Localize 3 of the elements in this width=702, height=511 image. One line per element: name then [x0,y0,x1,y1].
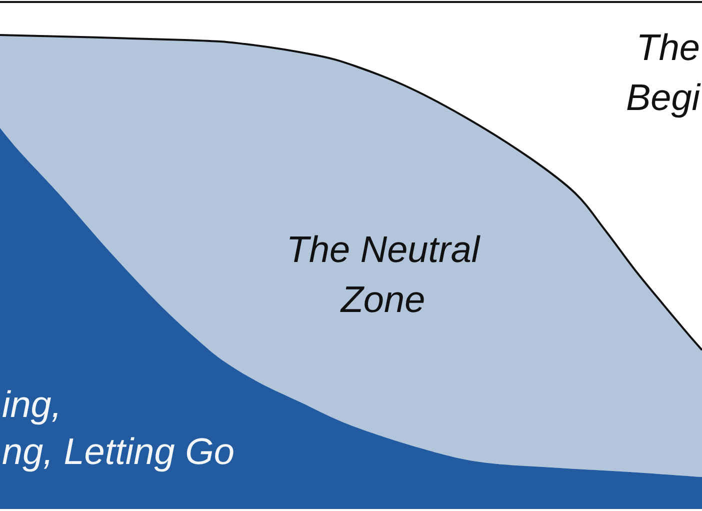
stage-label: The Begi [624,26,700,120]
zone-label: ing, ng, Letting Go [2,383,236,474]
zone-label: The Neutral Zone [285,228,482,322]
